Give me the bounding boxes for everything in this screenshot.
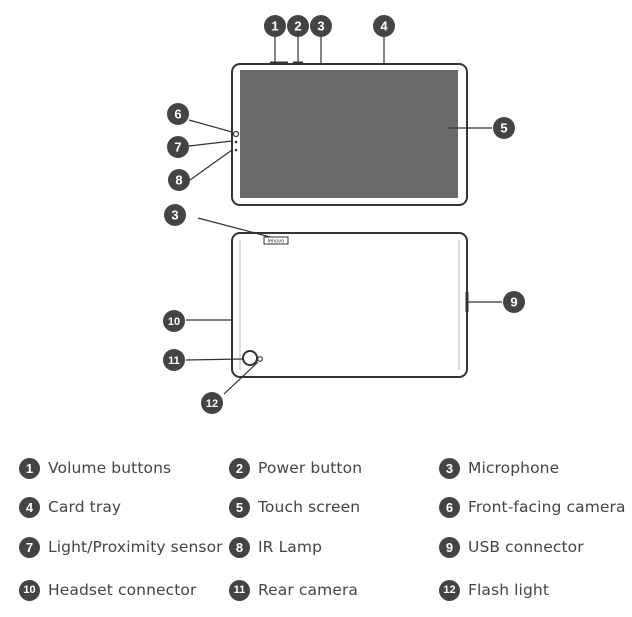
legend-num-3: 3 [439,457,460,479]
leader-line-7 [188,140,233,147]
legend-label-flash-light: Flash light [468,581,549,599]
marker-7-num: 7 [174,140,181,155]
legend-item-usb-connector: 9 USB connector [439,535,584,559]
flash-light-dot [257,356,263,362]
legend-item-light-sensor: 7 Light/Proximity sensor [19,535,223,559]
marker-1: 1 [264,15,286,37]
marker-5-circle [493,117,515,139]
marker-10-circle [163,310,185,332]
legend-num-11: 11 [229,579,250,601]
marker-4-circle [373,15,395,37]
tablet-front-view [231,61,468,206]
marker-3-back-circle [164,204,186,226]
marker-8: 8 [168,169,190,191]
leader-line-8 [189,149,233,181]
marker-1-circle [264,15,286,37]
legend-item-ir-lamp: 8 IR Lamp [229,535,322,559]
legend-label-headset-connector: Headset connector [48,581,197,599]
legend-label-light-sensor: Light/Proximity sensor [48,538,223,556]
marker-12: 12 [201,392,223,414]
marker-9-num: 9 [510,295,517,310]
legend-item-headset-connector: 10 Headset connector [19,578,197,602]
legend-item-power-button: 2 Power button [229,456,362,480]
legend-item-touch-screen: 5 Touch screen [229,495,360,519]
marker-6-circle [167,103,189,125]
rear-logo: lenovo [268,239,284,245]
device-diagram: lenovo [163,15,525,414]
marker-3-top-num: 3 [317,19,324,34]
legend-num-6: 6 [439,496,460,518]
marker-3-top-circle [310,15,332,37]
marker-2-num: 2 [294,19,301,34]
legend-num-2: 2 [229,457,250,479]
marker-8-num: 8 [175,173,182,188]
legend-num-12: 12 [439,579,460,601]
marker-12-num: 12 [206,398,218,410]
marker-4-num: 4 [380,19,388,34]
legend-num-4: 4 [19,496,40,518]
legend-item-front-camera: 6 Front-facing camera [439,495,626,519]
legend-num-8: 8 [229,536,250,558]
marker-10: 10 [163,310,185,332]
legend-num-1: 1 [19,457,40,479]
legend-label-volume-buttons: Volume buttons [48,459,172,477]
marker-11: 11 [163,349,185,371]
legend-item-volume-buttons: 1 Volume buttons [19,456,171,480]
leader-line-12 [223,361,259,395]
legend-label-rear-camera: Rear camera [258,581,359,599]
marker-11-circle [163,349,185,371]
marker-4: 4 [373,15,395,37]
leader-line-11 [185,358,244,361]
marker-1-num: 1 [271,19,278,34]
tablet-rear-body [231,232,468,378]
marker-10-num: 10 [168,316,180,328]
legend-num-9: 9 [439,536,460,558]
marker-6-num: 6 [174,107,181,122]
marker-7: 7 [167,136,189,158]
leader-lines [185,36,502,395]
rear-camera-lens [242,350,258,366]
marker-3-back: 3 [164,204,186,226]
marker-8-circle [168,169,190,191]
marker-9-circle [503,291,525,313]
tablet-rear-view: lenovo [231,232,469,378]
touch-screen-area [240,70,458,198]
legend-label-power-button: Power button [258,459,363,477]
rear-logo-box [263,236,289,245]
leader-line-6 [188,119,233,133]
legend-item-rear-camera: 11 Rear camera [229,578,358,602]
legend-label-card-tray: Card tray [48,498,122,516]
legend-label-front-camera: Front-facing camera [468,498,626,516]
marker-5: 5 [493,117,515,139]
marker-6: 6 [167,103,189,125]
legend-num-5: 5 [229,496,250,518]
legend-label-touch-screen: Touch screen [258,498,361,516]
marker-7-circle [167,136,189,158]
marker-2: 2 [287,15,309,37]
marker-9: 9 [503,291,525,313]
marker-2-circle [287,15,309,37]
ir-lamp-dot [234,148,238,152]
legend-item-card-tray: 4 Card tray [19,495,121,519]
front-camera-dot [232,130,240,138]
legend-num-10: 10 [19,579,40,601]
legend-label-microphone: Microphone [468,459,560,477]
marker-5-num: 5 [500,121,507,136]
marker-3-back-num: 3 [171,208,178,223]
legend-label-usb-connector: USB connector [468,538,584,556]
light-sensor-dot [234,140,238,144]
legend-item-microphone: 3 Microphone [439,456,559,480]
leader-line-3-back [197,217,271,238]
marker-12-circle [201,392,223,414]
marker-11-num: 11 [168,355,180,367]
legend-num-7: 7 [19,536,40,558]
marker-3-top: 3 [310,15,332,37]
legend-item-flash-light: 12 Flash light [439,578,549,602]
legend-label-ir-lamp: IR Lamp [258,538,323,556]
